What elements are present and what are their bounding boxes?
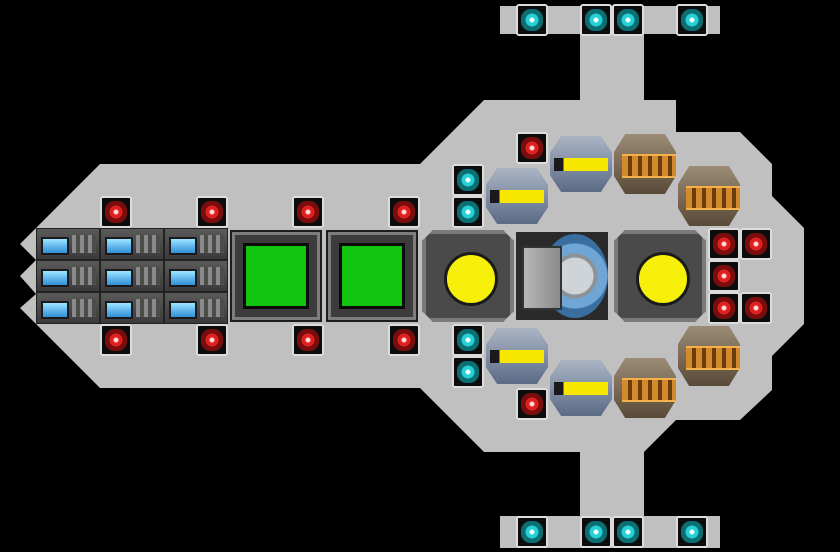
- heater-10[interactable]: [516, 388, 548, 420]
- reactor-2[interactable]: [614, 230, 706, 322]
- battery-9[interactable]: [164, 292, 228, 324]
- laser-1[interactable]: [614, 134, 676, 194]
- heater-6[interactable]: [196, 324, 228, 356]
- battery-4[interactable]: [36, 260, 100, 292]
- cooler-6[interactable]: [452, 196, 484, 228]
- cooler-1[interactable]: [516, 4, 548, 36]
- cooler-12[interactable]: [676, 516, 708, 548]
- heater-5[interactable]: [100, 324, 132, 356]
- battery-2[interactable]: [100, 228, 164, 260]
- cargo-bay-1[interactable]: [230, 230, 322, 322]
- battery-8[interactable]: [100, 292, 164, 324]
- heater-7[interactable]: [292, 324, 324, 356]
- heater-4[interactable]: [388, 196, 420, 228]
- battery-3[interactable]: [164, 228, 228, 260]
- laser-3[interactable]: [678, 326, 740, 386]
- cargo-bay-2[interactable]: [326, 230, 418, 322]
- battery-5[interactable]: [100, 260, 164, 292]
- gun-1[interactable]: [486, 168, 548, 224]
- heater-8[interactable]: [388, 324, 420, 356]
- cooler-10[interactable]: [580, 516, 612, 548]
- cooler-2[interactable]: [580, 4, 612, 36]
- gun-2[interactable]: [550, 136, 612, 192]
- reactor-1[interactable]: [422, 230, 514, 322]
- heater-11[interactable]: [708, 228, 740, 260]
- cooler-5[interactable]: [452, 164, 484, 196]
- battery-6[interactable]: [164, 260, 228, 292]
- heater-14[interactable]: [708, 292, 740, 324]
- heater-3[interactable]: [292, 196, 324, 228]
- gun-4[interactable]: [550, 360, 612, 416]
- heater-1[interactable]: [100, 196, 132, 228]
- battery-7[interactable]: [36, 292, 100, 324]
- cooler-3[interactable]: [612, 4, 644, 36]
- cooler-7[interactable]: [452, 324, 484, 356]
- cooler-4[interactable]: [676, 4, 708, 36]
- cooler-8[interactable]: [452, 356, 484, 388]
- heater-13[interactable]: [708, 260, 740, 292]
- gun-3[interactable]: [486, 328, 548, 384]
- laser-2[interactable]: [678, 166, 740, 226]
- laser-4[interactable]: [614, 358, 676, 418]
- heater-9[interactable]: [516, 132, 548, 164]
- heater-2[interactable]: [196, 196, 228, 228]
- cooler-9[interactable]: [516, 516, 548, 548]
- cockpit[interactable]: [516, 232, 608, 320]
- heater-15[interactable]: [740, 292, 772, 324]
- cooler-11[interactable]: [612, 516, 644, 548]
- battery-1[interactable]: [36, 228, 100, 260]
- heater-12[interactable]: [740, 228, 772, 260]
